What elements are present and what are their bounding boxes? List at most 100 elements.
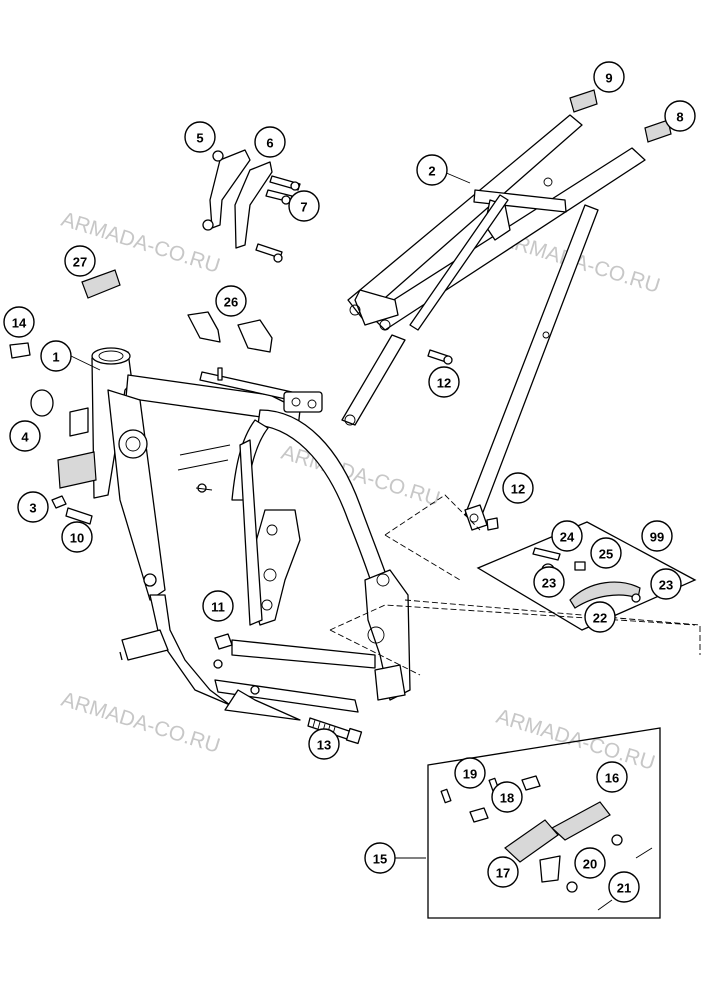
main-frame [57, 347, 411, 721]
callout-14: 14 [3, 306, 35, 338]
callout-number: 13 [317, 738, 331, 753]
callout-6: 6 [254, 126, 286, 158]
callout-number: 25 [599, 547, 613, 562]
callout-number: 20 [583, 857, 597, 872]
callout-23: 23 [650, 568, 682, 600]
callout-circle [184, 121, 216, 153]
callout-number: 99 [650, 530, 664, 545]
callout-circle [416, 154, 448, 186]
callout-23: 23 [533, 566, 565, 598]
callout-circle [202, 590, 234, 622]
callout-27: 27 [64, 245, 96, 277]
callout-circle [64, 245, 96, 277]
callout-circle [584, 601, 616, 633]
callout-circle [650, 568, 682, 600]
rubber-cap-27 [81, 269, 121, 299]
callout-circle [454, 757, 486, 789]
callout-number: 19 [463, 767, 477, 782]
callout-number: 26 [224, 295, 238, 310]
watermark-4: ARMADA-CO.RU [59, 688, 223, 758]
callout-circle [288, 190, 320, 222]
callout-22: 22 [584, 601, 616, 633]
callout-number: 15 [373, 852, 387, 867]
callout-19: 19 [454, 757, 486, 789]
callout-9: 9 [593, 61, 625, 93]
callout-3: 3 [17, 491, 49, 523]
engine-brackets [202, 149, 301, 263]
clip-14 [9, 342, 31, 359]
callout-11: 11 [202, 590, 234, 622]
callout-number: 17 [496, 866, 510, 881]
callout-circle [40, 340, 72, 372]
callout-12: 12 [502, 472, 534, 504]
callout-16: 16 [596, 761, 628, 793]
callout-circle [487, 856, 519, 888]
callout-26: 26 [215, 285, 247, 317]
callout-5: 5 [184, 121, 216, 153]
callout-number: 21 [617, 881, 631, 896]
callout-number: 16 [605, 771, 619, 786]
watermark-3: ARMADA-CO.RU [279, 441, 443, 511]
callout-number: 1 [52, 350, 59, 365]
protective-pads-26 [187, 311, 273, 353]
callout-1: 1 [40, 340, 72, 372]
subframe-plug-9 [569, 89, 598, 113]
callout-circle [641, 520, 673, 552]
callout-8: 8 [664, 100, 696, 132]
callout-number: 27 [73, 255, 87, 270]
leader-lines [70, 171, 471, 859]
callout-circle [596, 761, 628, 793]
callout-18: 18 [491, 781, 523, 813]
callout-number: 9 [605, 71, 612, 86]
callout-circle [61, 521, 93, 553]
callout-number: 6 [266, 136, 273, 151]
nut-11 [214, 633, 233, 650]
callout-circle [593, 61, 625, 93]
callout-10: 10 [61, 521, 93, 553]
callout-number: 18 [500, 791, 514, 806]
callout-number: 12 [437, 376, 451, 391]
callout-99: 99 [641, 520, 673, 552]
callout-7: 7 [288, 190, 320, 222]
callout-circle [17, 491, 49, 523]
subframe [341, 114, 646, 531]
callout-circle [308, 728, 340, 760]
bolt-10 [65, 507, 93, 525]
callout-circle [502, 472, 534, 504]
callout-number: 24 [560, 530, 575, 545]
callout-number: 4 [21, 430, 29, 445]
callout-25: 25 [590, 537, 622, 569]
callout-number: 7 [300, 200, 307, 215]
callout-circle [664, 100, 696, 132]
callout-circle [9, 420, 41, 452]
callout-number: 10 [70, 531, 84, 546]
callout-2: 2 [416, 154, 448, 186]
callout-number: 2 [428, 164, 435, 179]
callout-13: 13 [308, 728, 340, 760]
callout-circle [491, 781, 523, 813]
callout-20: 20 [574, 847, 606, 879]
callout-circle [533, 566, 565, 598]
callout-number: 22 [593, 611, 607, 626]
callout-17: 17 [487, 856, 519, 888]
callout-number: 8 [676, 110, 683, 125]
callout-number: 5 [196, 131, 203, 146]
callout-circle [364, 842, 396, 874]
callout-circle [3, 306, 35, 338]
callout-number: 14 [12, 316, 27, 331]
callout-circle [428, 366, 460, 398]
callout-circle [590, 537, 622, 569]
callout-number: 11 [211, 600, 225, 615]
nut-3 [51, 495, 67, 509]
callout-12: 12 [428, 366, 460, 398]
bolt-13 [307, 717, 363, 745]
callout-15: 15 [364, 842, 396, 874]
callout-circle [574, 847, 606, 879]
callout-circle [608, 871, 640, 903]
callout-21: 21 [608, 871, 640, 903]
reference-lines [329, 494, 701, 676]
callout-circle [215, 285, 247, 317]
cap-4 [30, 389, 54, 417]
